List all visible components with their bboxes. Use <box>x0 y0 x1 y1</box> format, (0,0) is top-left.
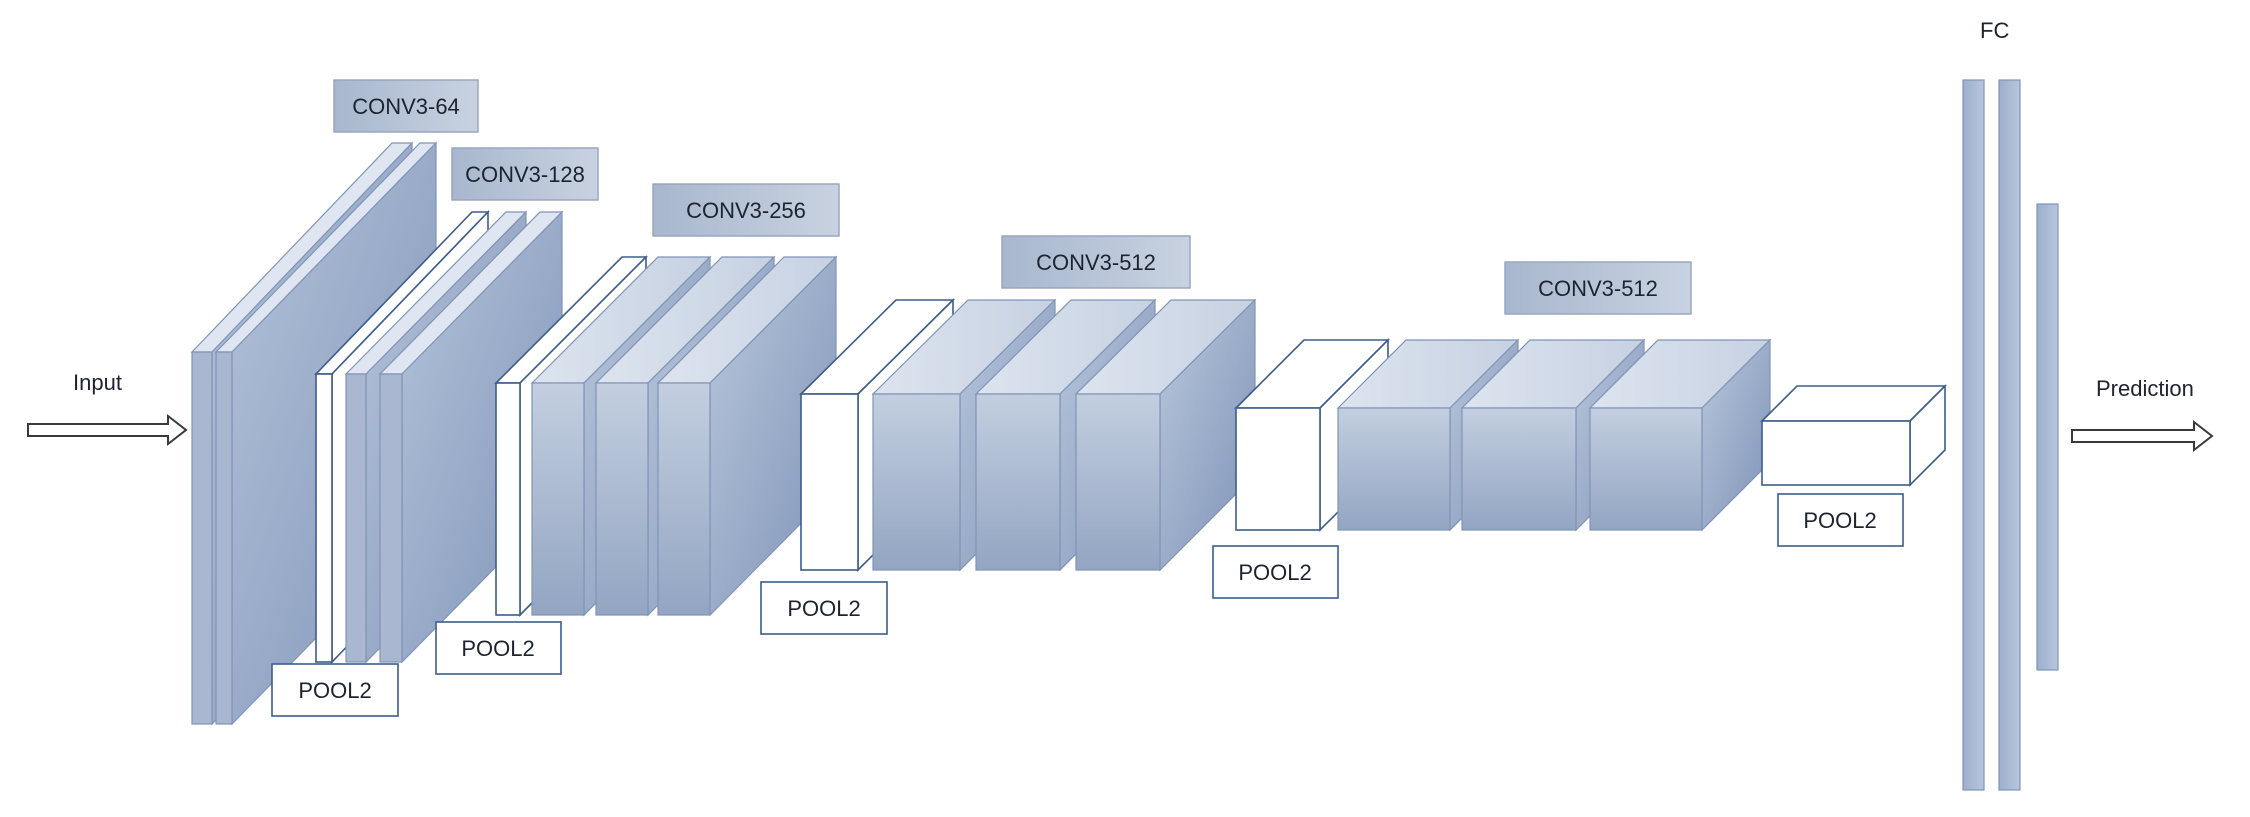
conv-label-1-text: CONV3-64 <box>352 94 460 119</box>
conv-block-4 <box>799 298 1257 572</box>
conv-block-5 <box>1234 338 1772 532</box>
conv-label-3-text: CONV3-256 <box>686 198 806 223</box>
input-label: Input <box>73 370 122 395</box>
conv-label-4-text: CONV3-512 <box>1036 250 1156 275</box>
fc-label: FC <box>1980 18 2009 43</box>
conv2-slab-2 <box>378 210 564 664</box>
pool-label-2-text: POOL2 <box>461 636 534 661</box>
pool5-slab <box>1760 384 1947 487</box>
pool-label-4: POOL2 <box>1212 545 1339 599</box>
conv-label-1: CONV3-64 <box>333 79 479 133</box>
conv-label-4: CONV3-512 <box>1001 235 1191 289</box>
conv-label-5-text: CONV3-512 <box>1538 276 1658 301</box>
pool-label-2: POOL2 <box>435 621 562 675</box>
pool-label-3-text: POOL2 <box>787 596 860 621</box>
fc-bar-3 <box>2036 203 2059 671</box>
conv-block-3 <box>494 255 838 617</box>
fc-bar-2 <box>1998 79 2021 791</box>
prediction-label: Prediction <box>2096 376 2194 401</box>
conv4-slab-3 <box>1074 298 1257 572</box>
prediction-arrow <box>2071 419 2214 453</box>
conv-label-3: CONV3-256 <box>652 183 840 237</box>
pool-label-5-text: POOL2 <box>1803 508 1876 533</box>
pool-label-4-text: POOL2 <box>1238 560 1311 585</box>
pool-label-1: POOL2 <box>271 663 399 717</box>
conv5-slab-3 <box>1588 338 1772 532</box>
conv3-slab-3 <box>656 255 838 617</box>
conv-label-5: CONV3-512 <box>1504 261 1692 315</box>
pool-label-5: POOL2 <box>1777 493 1904 547</box>
pool-label-1-text: POOL2 <box>298 678 371 703</box>
fc-bar-1 <box>1962 79 1985 791</box>
conv-label-2-text: CONV3-128 <box>465 162 585 187</box>
input-arrow <box>27 413 188 447</box>
conv-block-2 <box>314 210 564 664</box>
conv-label-2: CONV3-128 <box>451 147 599 201</box>
fc-layers <box>1962 79 2059 791</box>
pool-label-3: POOL2 <box>760 581 888 635</box>
